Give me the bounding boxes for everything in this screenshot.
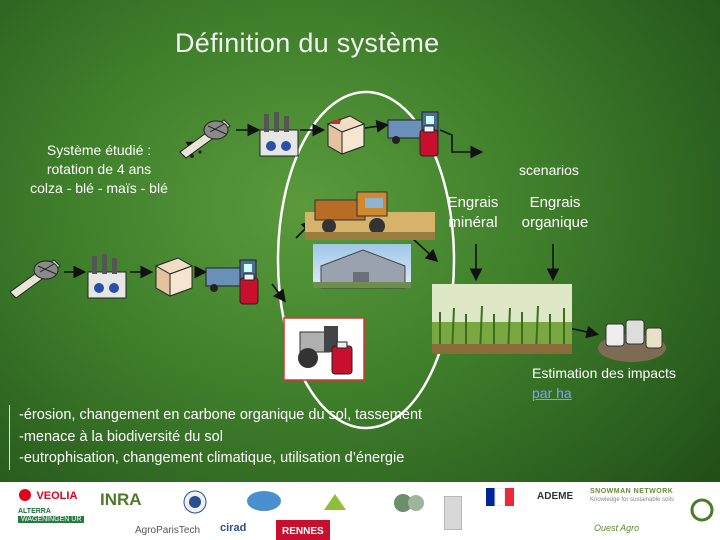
engrais-organique-line-1: Engrais [529, 194, 581, 211]
veolia-mark-icon [19, 489, 31, 501]
rennes-logo: RENNES [276, 520, 330, 540]
engrais-organique-line-2: organique [521, 214, 589, 231]
system-line-3: colza - blé - maïs - blé [30, 180, 168, 196]
scenarios-label: scenarios [519, 162, 579, 178]
system-line-2: rotation de 4 ans [46, 161, 152, 177]
engrais-mineral-label: Engrais minéral [441, 193, 505, 233]
inra-logo: INRA [100, 490, 142, 509]
agroparistech-logo: AgroParisTech [135, 525, 201, 536]
plough-icon [9, 259, 61, 299]
ademe-logo: ADEME [537, 491, 574, 502]
box-icon [326, 115, 366, 155]
manure-icon [598, 319, 666, 362]
highlight-ellipse [276, 90, 456, 430]
impacts-list: -érosion, changement en carbone organiqu… [9, 405, 422, 470]
factory-icon [259, 112, 299, 157]
fertilizer-bag-icon [331, 341, 353, 375]
harvester-icon [305, 191, 435, 240]
alterra-logo: ALTERRA WAGENINGEN UR [18, 508, 85, 523]
fertilizer-bag-icon [239, 273, 259, 305]
partner-logo [443, 495, 463, 535]
barn-icon [313, 244, 411, 289]
system-line-1: Système étudié : [46, 142, 152, 158]
engrais-mineral-line-2: minéral [448, 214, 498, 231]
impact-item: -menace à la biodiversité du sol [19, 428, 223, 445]
partner-logo [392, 492, 426, 519]
snowman-network-logo: SNOWMAN NETWORK Knowledge for sustainabl… [590, 488, 675, 503]
par-ha-link[interactable]: par ha [532, 385, 572, 401]
impact-item: -érosion, changement en carbone organiqu… [19, 407, 423, 423]
system-description: Système étudié : rotation de 4 ans colza… [14, 141, 184, 198]
partner-logo [690, 498, 714, 527]
box-icon [154, 257, 194, 297]
republique-francaise-logo [486, 487, 514, 511]
system-diagram [9, 90, 666, 430]
partner-logos-footer: VEOLIA ALTERRA WAGENINGEN UR INRA AgroPa… [0, 482, 720, 540]
field-icon [432, 284, 572, 355]
engrais-organique-label: Engrais organique [515, 193, 595, 233]
plough-icon [179, 119, 231, 159]
ouest-agro-logo: Ouest Agro [594, 523, 640, 533]
slide-title: Définition du système [175, 28, 440, 58]
estimation-text: Estimation des impacts [532, 365, 676, 381]
fertilizer-bag-icon [419, 125, 439, 157]
impact-item: -eutrophisation, changement climatique, … [19, 450, 405, 466]
veolia-logo: VEOLIA [18, 488, 77, 507]
engrais-mineral-line-1: Engrais [447, 194, 499, 211]
estimation-impacts: Estimation des impacts par ha [532, 363, 712, 403]
university-seal-icon [183, 490, 207, 519]
cirad-logo: cirad [220, 522, 247, 534]
factory-icon [87, 254, 127, 299]
partner-logo [320, 490, 350, 519]
agro-campus-logo [246, 490, 282, 517]
